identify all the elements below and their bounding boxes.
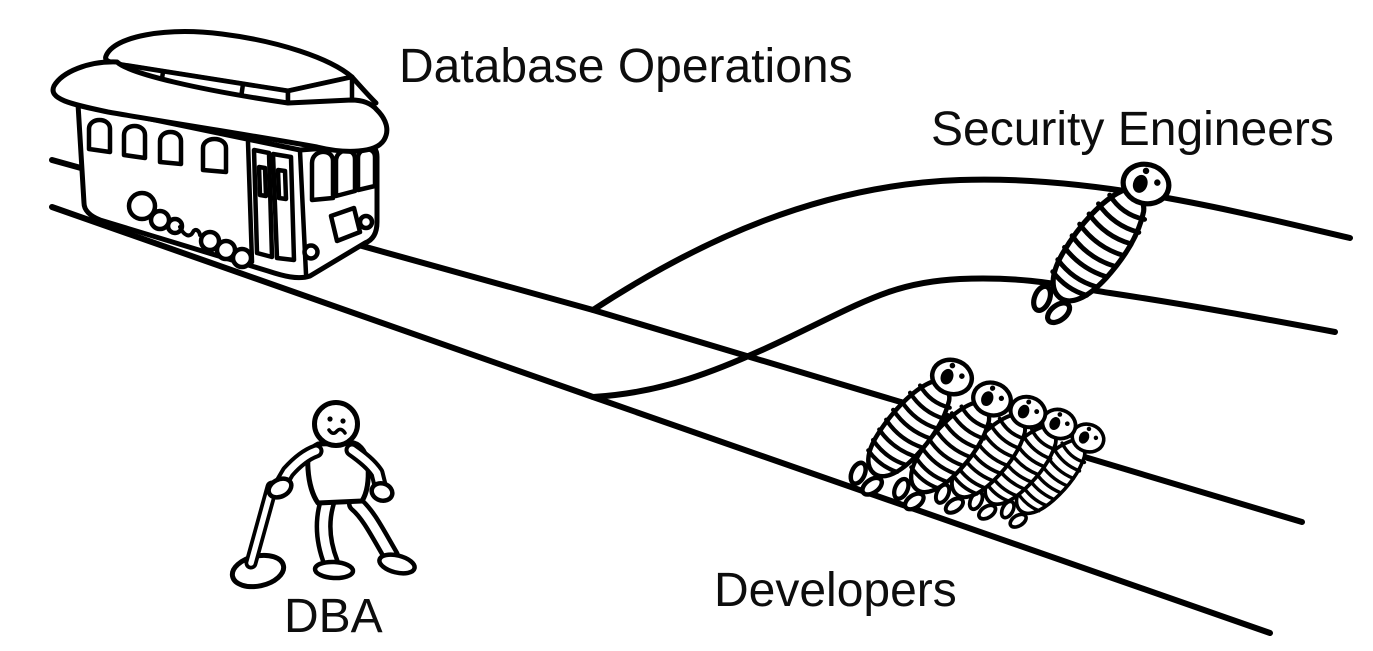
label-developers: Developers	[714, 564, 957, 617]
trolley-side-windows	[86, 117, 229, 175]
dba-hand-on-lever	[266, 476, 294, 500]
label-database-operations: Database Operations	[399, 40, 853, 93]
label-security-engineers: Security Engineers	[931, 103, 1334, 156]
trolley-front-panel	[328, 205, 363, 244]
track-upper-branch-rails	[590, 176, 1353, 400]
dba-head	[312, 400, 360, 448]
eye-dot	[340, 418, 346, 424]
developers-figures	[838, 343, 1118, 539]
trolley-headlight	[357, 213, 375, 231]
dba-figure	[229, 400, 417, 590]
trolley-wheels	[126, 190, 254, 270]
worried-mouth	[327, 427, 347, 435]
eye-dot	[327, 416, 333, 422]
label-dba: DBA	[284, 590, 383, 643]
dba-hand	[369, 481, 395, 503]
track-switch-lever	[229, 480, 287, 590]
trolley-roof	[50, 59, 390, 154]
dba-foot	[312, 559, 356, 581]
dba-foot	[377, 552, 417, 576]
security-engineer-figure	[1019, 145, 1186, 336]
trolley-marker-light	[302, 243, 320, 261]
trolley-illustration	[50, 29, 390, 281]
